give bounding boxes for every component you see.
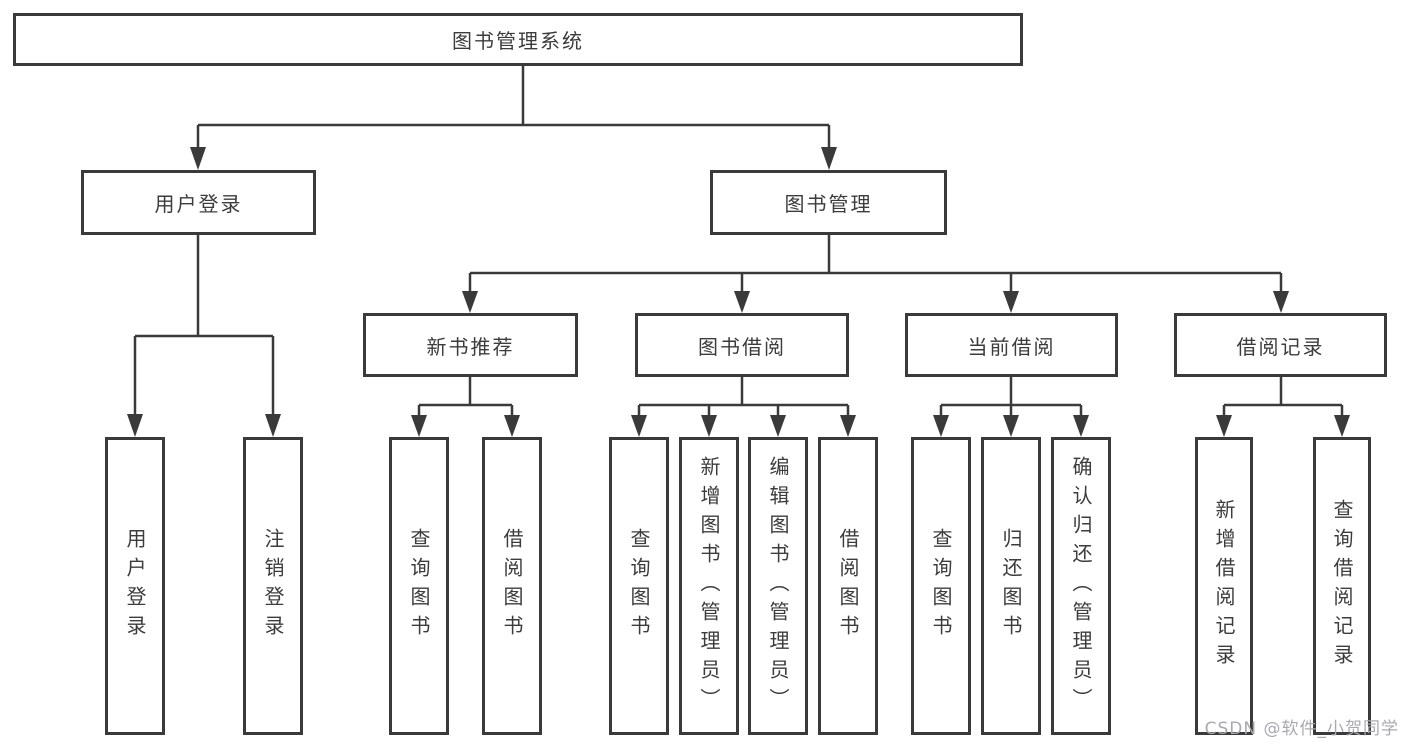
leaf-borrow-add-books-admin: 新增图书（管理员） [679, 437, 739, 735]
leaf-current-query-books: 查询图书 [911, 437, 971, 735]
leaf-borrow-borrow-books: 借阅图书 [818, 437, 878, 735]
leaf-current-confirm-return-admin: 确认归还（管理员） [1051, 437, 1111, 735]
leaf-records-add-record: 新增借阅记录 [1195, 437, 1253, 735]
leaf-recommend-borrow-books: 借阅图书 [482, 437, 542, 735]
leaf-current-return-books: 归还图书 [981, 437, 1041, 735]
node-borrow-records: 借阅记录 [1174, 313, 1387, 377]
node-book-management: 图书管理 [710, 170, 947, 235]
node-user-login: 用户登录 [81, 170, 316, 235]
leaf-logout: 注销登录 [243, 437, 303, 735]
leaf-records-query-record: 查询借阅记录 [1313, 437, 1371, 735]
leaf-borrow-query-books: 查询图书 [609, 437, 669, 735]
leaf-borrow-edit-books-admin: 编辑图书（管理员） [748, 437, 808, 735]
leaf-recommend-query-books: 查询图书 [389, 437, 449, 735]
node-library-management-system: 图书管理系统 [13, 13, 1023, 66]
node-book-borrow: 图书借阅 [635, 313, 849, 377]
leaf-user-login: 用户登录 [105, 437, 165, 735]
node-current-borrow: 当前借阅 [905, 313, 1118, 377]
node-new-book-recommend: 新书推荐 [363, 313, 578, 377]
watermark: CSDN @软件_小贺同学 [1204, 719, 1399, 739]
